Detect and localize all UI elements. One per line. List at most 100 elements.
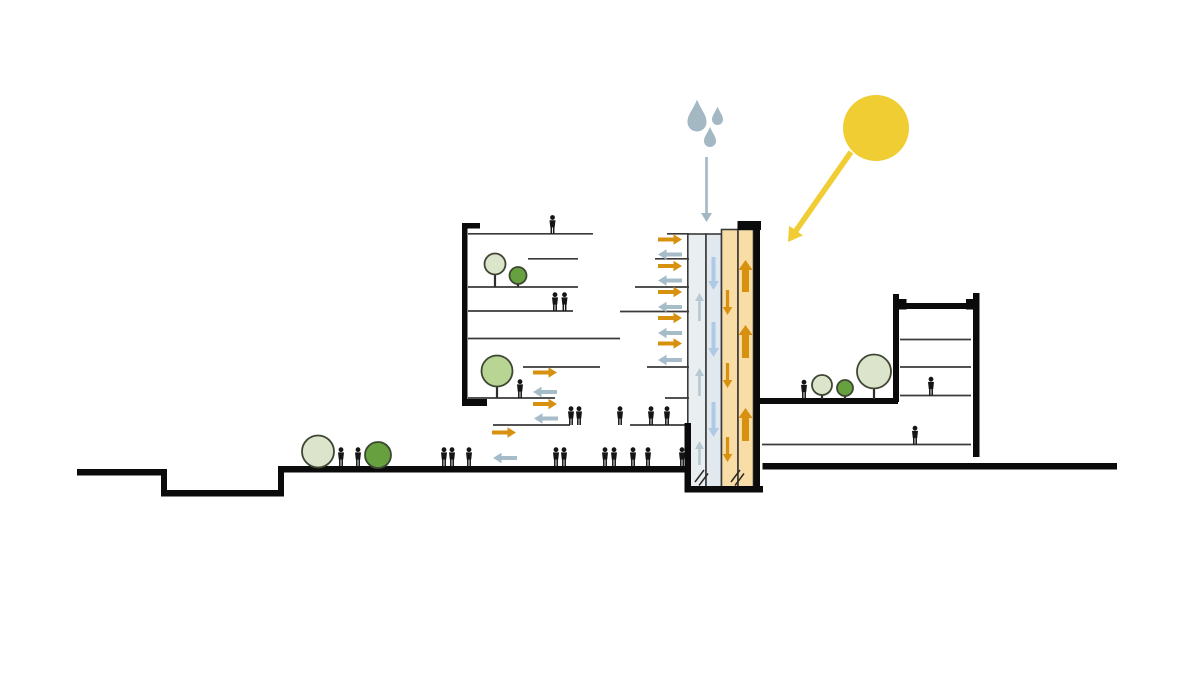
cool-air-left-arrow <box>493 452 517 464</box>
tree-canopy <box>301 434 335 469</box>
up-flow-arrow <box>738 408 753 441</box>
warm-air-right-arrow <box>658 338 682 349</box>
ground-segment <box>77 469 167 476</box>
person-head <box>562 292 567 298</box>
person-body <box>679 452 685 466</box>
cool-air-left-arrow <box>658 249 682 260</box>
person-body <box>664 411 670 425</box>
warm-air-right-arrow <box>658 260 682 272</box>
person-body <box>912 430 918 445</box>
person-head <box>552 292 558 298</box>
person-head <box>550 215 555 220</box>
sun-and-ray <box>788 95 909 242</box>
cool-air-left-arrow <box>658 275 682 286</box>
person-head <box>441 447 447 453</box>
person-body <box>648 411 654 425</box>
right-building-wall <box>893 294 899 402</box>
person-body <box>617 411 623 425</box>
person-body <box>466 452 472 466</box>
down-flow-arrow <box>708 322 719 357</box>
up-flow-arrow <box>695 441 704 465</box>
tree-canopy <box>836 379 854 397</box>
left-building-wall <box>462 399 487 406</box>
hatch-mark <box>730 469 741 483</box>
cool-air-left-arrow <box>658 301 682 313</box>
ground-segment <box>762 463 1117 470</box>
tree-canopy <box>483 252 507 276</box>
tree-canopy <box>811 374 833 396</box>
roof-end-tick <box>899 299 907 310</box>
warm-air-right-arrow <box>492 427 516 438</box>
person-body <box>517 384 523 398</box>
ground-segment <box>278 466 284 497</box>
trees <box>301 252 892 469</box>
person-body <box>552 297 558 311</box>
person-head <box>553 447 559 453</box>
person-head <box>928 376 934 382</box>
person-head <box>630 447 636 453</box>
person-head <box>801 379 807 385</box>
people <box>338 215 934 466</box>
up-flow-arrow <box>738 325 753 358</box>
down-flow-arrow <box>722 437 733 462</box>
hatch-mark <box>698 473 709 486</box>
cool-air-left-arrow <box>533 386 557 398</box>
left-building-wall <box>462 223 468 406</box>
person-head <box>561 447 567 453</box>
tower-pit-wall <box>684 486 763 493</box>
warm-air-right-arrow <box>658 234 682 245</box>
roof-end-tick <box>966 299 973 310</box>
tower-pit-wall <box>684 423 691 492</box>
ground-segment <box>278 466 689 473</box>
ground-segment <box>161 469 167 497</box>
solar-channel-down <box>720 228 739 489</box>
ground-segment <box>161 490 284 497</box>
tree-canopy <box>856 353 892 390</box>
raindrop-icon <box>712 106 723 126</box>
terrace-slab <box>757 398 898 404</box>
right-building-wall <box>973 293 980 457</box>
raindrop-icon <box>704 126 716 147</box>
up-flow-arrow <box>695 368 704 396</box>
person-body <box>611 452 617 466</box>
person-head <box>517 379 523 385</box>
left-building-wall <box>462 223 480 229</box>
person-body <box>645 452 651 466</box>
person-body <box>338 452 344 466</box>
right-building-roof <box>896 303 976 309</box>
person-body <box>561 297 568 311</box>
person-head <box>645 447 651 453</box>
tree-canopy <box>480 354 514 388</box>
person-body <box>801 384 807 399</box>
up-flow-arrow <box>695 293 704 321</box>
cool-air-left-arrow <box>658 354 682 366</box>
warm-air-right-arrow <box>658 312 682 324</box>
person-body <box>630 452 636 466</box>
tower-cap <box>737 221 761 230</box>
person-body <box>355 452 361 466</box>
ventilation-tower <box>620 221 763 493</box>
rain-arrow <box>701 157 712 222</box>
cool-air-left-arrow <box>658 327 682 339</box>
hatch-mark <box>694 469 705 483</box>
person-head <box>611 447 617 453</box>
tree-canopy <box>364 441 392 469</box>
person-body <box>549 220 556 234</box>
person-head <box>664 406 670 412</box>
down-flow-arrow <box>708 402 719 437</box>
person-head <box>679 447 685 453</box>
person-head <box>449 447 455 453</box>
channel-flow-arrows <box>695 257 753 465</box>
cross-flow-arrows <box>492 234 682 464</box>
person-head <box>355 447 361 453</box>
person-head <box>466 447 472 453</box>
person-head <box>568 406 574 412</box>
up-flow-arrow <box>738 260 753 292</box>
person-body <box>553 452 559 466</box>
sun-icon <box>843 95 909 161</box>
person-body <box>602 452 608 466</box>
ground-profile <box>77 398 1117 497</box>
sun-ray-arrow <box>788 150 854 242</box>
